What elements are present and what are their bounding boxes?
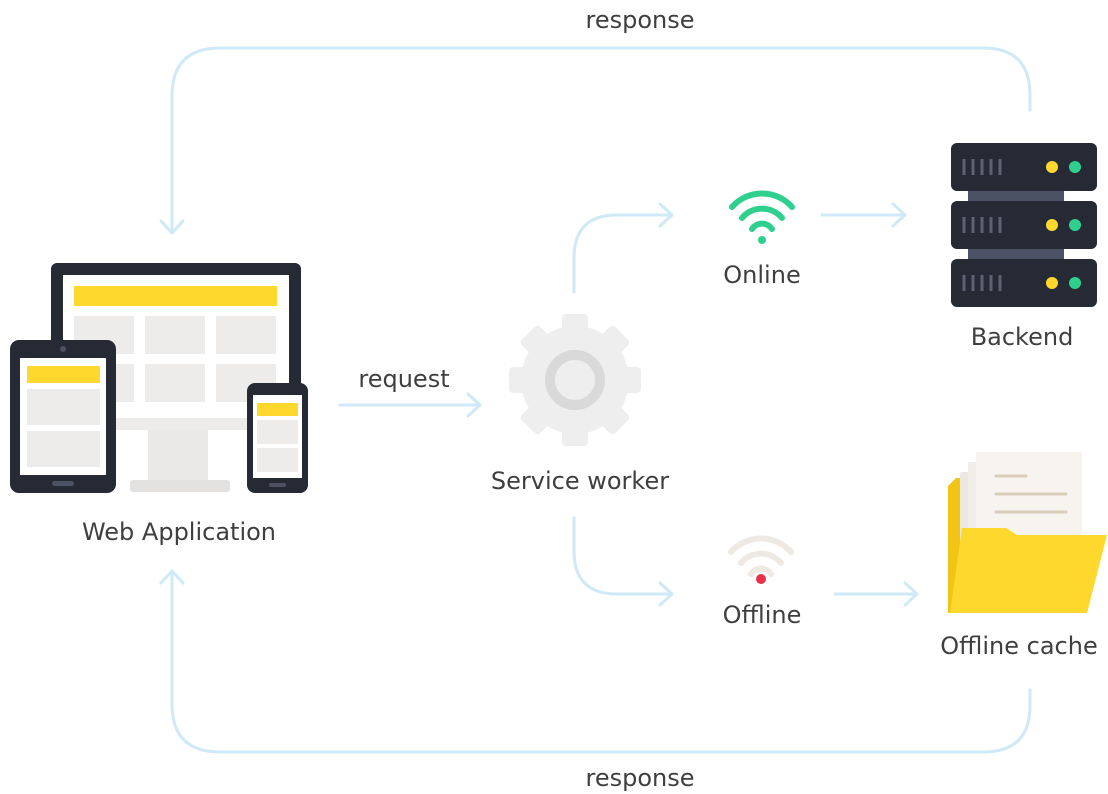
response-top-connector — [170, 46, 1032, 234]
response-bottom-connector — [170, 570, 1032, 754]
gear-icon — [509, 314, 641, 446]
response-bottom-arrowhead — [159, 569, 185, 585]
server-stack-icon — [951, 143, 1097, 307]
tablet-icon — [10, 340, 116, 493]
sw-to-offline-arrowhead — [658, 581, 674, 607]
folder-documents-icon — [948, 452, 1107, 613]
response-bottom-label: response — [585, 764, 695, 792]
online-to-backend-arrowhead — [891, 202, 907, 228]
online-label: Online — [723, 261, 801, 289]
wifi-icon — [729, 190, 795, 244]
offline-to-cache-arrowhead — [903, 581, 919, 607]
offline-label: Offline — [722, 601, 802, 629]
request-label: request — [358, 365, 450, 393]
devices-icon — [10, 263, 308, 493]
sw-to-online-connector — [572, 213, 674, 294]
backend-label: Backend — [970, 323, 1074, 351]
sw-to-offline-connector — [572, 516, 674, 596]
sw-to-online-arrowhead — [658, 202, 674, 228]
request-arrowhead — [466, 392, 482, 418]
web-application-label: Web Application — [81, 518, 277, 546]
offline-cache-label: Offline cache — [940, 632, 1098, 660]
response-top-label: response — [585, 6, 695, 34]
service-worker-label: Service worker — [490, 467, 670, 495]
phone-icon — [247, 383, 308, 493]
wifi-off-icon — [728, 535, 794, 584]
response-top-arrowhead — [159, 219, 185, 235]
